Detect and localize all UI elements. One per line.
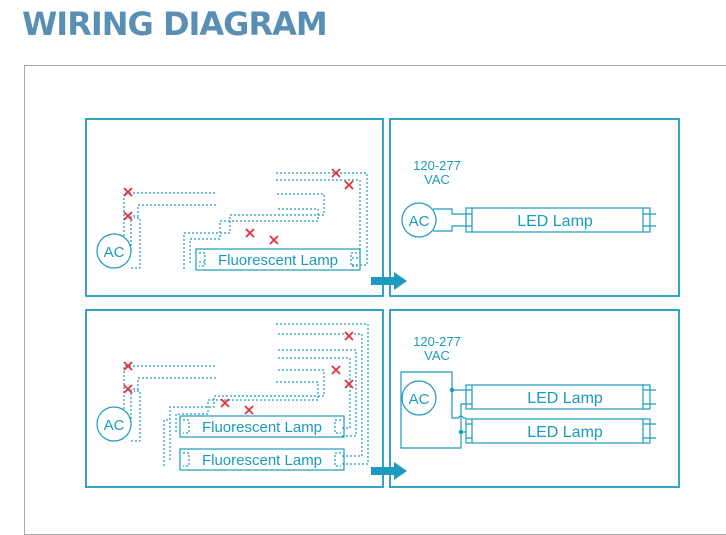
voltage-label: 120-277 <box>413 158 461 173</box>
panel-before-single <box>85 118 384 297</box>
ac-label: AC <box>409 213 430 230</box>
cross-mark-icon <box>123 211 133 221</box>
cross-mark-icon <box>244 405 254 415</box>
led-feed-wiring <box>400 371 466 449</box>
fluorescent-lamp-label: Fluorescent Lamp <box>202 452 322 469</box>
cross-mark-icon <box>123 187 133 197</box>
panel-after-single <box>389 118 680 297</box>
led-lamp-dual-top: LED Lamp <box>465 384 656 410</box>
fluorescent-lamp-single: Fluorescent Lamp <box>195 248 361 271</box>
cross-mark-icon <box>269 235 279 245</box>
ac-source-after-single: AC <box>401 202 437 238</box>
arrow-right-icon <box>371 272 407 290</box>
cross-mark-icon <box>220 398 230 408</box>
cross-mark-icon <box>123 361 133 371</box>
voltage-label: VAC <box>424 348 450 363</box>
cross-mark-icon <box>344 379 354 389</box>
ac-label: AC <box>104 244 125 261</box>
led-lamp-label: LED Lamp <box>527 390 603 407</box>
led-lamp-dual-bottom: LED Lamp <box>465 418 656 444</box>
fluorescent-lamp-label: Fluorescent Lamp <box>202 419 322 436</box>
cross-mark-icon <box>331 365 341 375</box>
old-wiring-single <box>123 172 368 269</box>
page-title: WIRING DIAGRAM <box>22 5 328 43</box>
ac-label: AC <box>104 417 125 434</box>
ac-source-before-dual: AC <box>96 406 132 442</box>
cross-mark-icon <box>331 168 341 178</box>
cut-marks-single <box>123 168 354 245</box>
ac-label: AC <box>409 391 430 408</box>
cross-mark-icon <box>344 180 354 190</box>
fluorescent-lamp-dual-top: Fluorescent Lamp <box>179 415 345 438</box>
cross-mark-icon <box>245 228 255 238</box>
fluorescent-lamp-dual-bottom: Fluorescent Lamp <box>179 448 345 471</box>
old-wiring-dual <box>123 323 369 466</box>
ac-source-before-single: AC <box>96 233 132 269</box>
panel-after-dual <box>389 309 680 488</box>
voltage-label: VAC <box>424 172 450 187</box>
cross-mark-icon <box>123 384 133 394</box>
cut-marks-dual <box>123 331 354 415</box>
cross-mark-icon <box>344 331 354 341</box>
voltage-label: 120-277 <box>413 334 461 349</box>
fluorescent-lamp-label: Fluorescent Lamp <box>218 252 338 269</box>
arrow-right-icon <box>371 462 407 480</box>
led-lamp-label: LED Lamp <box>517 213 593 230</box>
led-lamp-single: LED Lamp <box>465 207 656 233</box>
led-lamp-label: LED Lamp <box>527 424 603 441</box>
panel-before-dual <box>85 309 384 488</box>
ac-source-after-dual: AC <box>401 380 437 416</box>
